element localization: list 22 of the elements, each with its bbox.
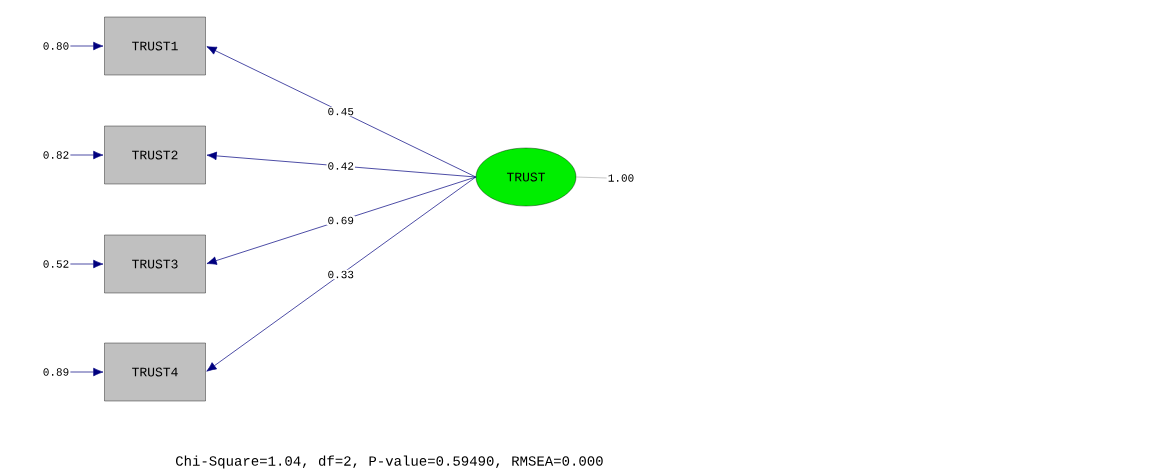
edge-label: 0.33 xyxy=(326,269,355,280)
arrow xyxy=(206,151,477,178)
variance-value: 1.00 xyxy=(608,174,634,182)
edge-label: 0.45 xyxy=(326,106,355,117)
arrow xyxy=(206,46,477,178)
arrow xyxy=(70,367,104,377)
edge-label: 0.69 xyxy=(326,215,355,226)
observed-variable-box: TRUST4 xyxy=(104,342,206,402)
arrow xyxy=(70,150,104,160)
variance-value: 0.89 xyxy=(43,368,69,376)
observed-variable-box: TRUST2 xyxy=(104,125,206,185)
edge-label: 0.42 xyxy=(326,161,355,171)
variance-value: 0.82 xyxy=(43,151,69,159)
arrow xyxy=(206,176,477,372)
arrow xyxy=(70,259,104,269)
arrow xyxy=(206,176,477,265)
variance-value: 0.80 xyxy=(43,42,69,50)
arrow xyxy=(70,41,104,51)
variance-value: 0.52 xyxy=(43,260,69,268)
observed-variable-box: TRUST3 xyxy=(104,234,206,294)
observed-variable-box: TRUST1 xyxy=(104,16,206,76)
fit-statistics-caption: Chi-Square=1.04, df=2, P-value=0.59490, RMSEA=0.000 xyxy=(175,455,603,469)
